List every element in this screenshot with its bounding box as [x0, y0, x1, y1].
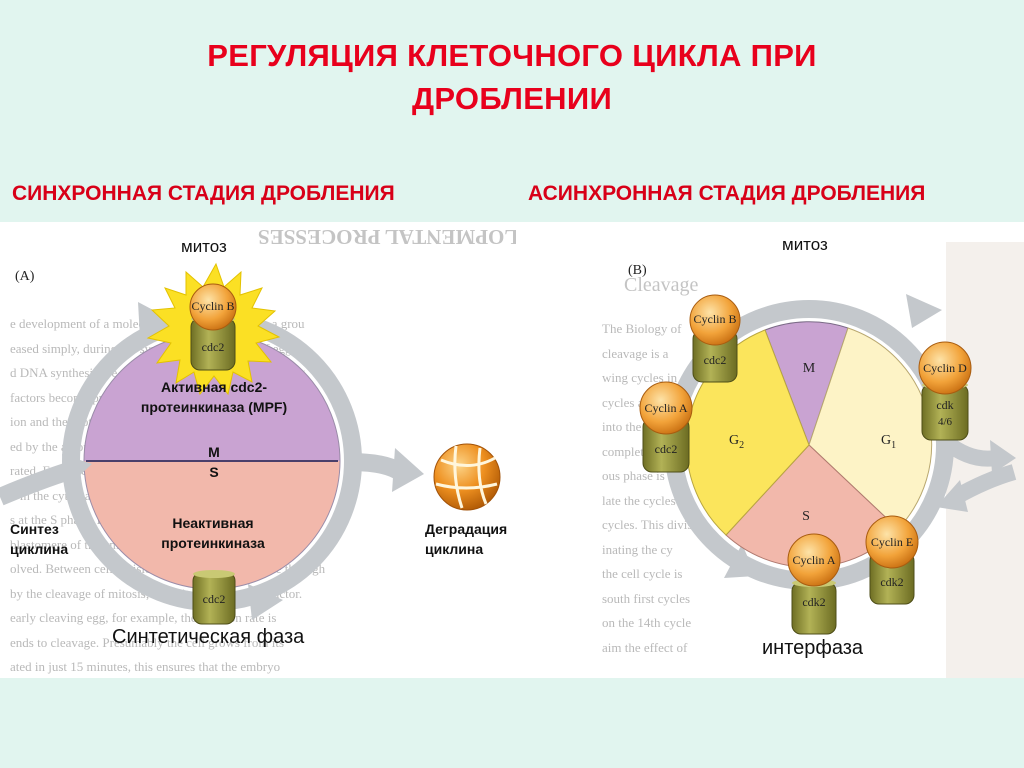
synthesis-arrowhead [62, 454, 92, 488]
complex-1-kinase: cdc2 [704, 353, 727, 367]
background-scan-heading-right: Cleavage [624, 274, 699, 296]
background-scan-line: cycles. This divis [602, 517, 693, 532]
async-ring-arrowhead-bottom [724, 544, 756, 578]
complex-cyclin-e-cdk2: Cyclin E cdk2 [865, 515, 919, 605]
asynchronous-cycle-diagram: M G1 G2 S (B) Cyclin B cdc2 Cyclin A cdc… [628, 263, 1017, 635]
synchronous-panel: e development of a molecule has been rea… [0, 222, 518, 678]
m-sector [764, 321, 849, 447]
page-title: РЕГУЛЯЦИЯ КЛЕТОЧНОГО ЦИКЛА ПРИ ДРОБЛЕНИИ [0, 34, 1024, 120]
complex-4-kinase: cdk2 [880, 575, 903, 589]
background-scan-line: late the cycles [602, 492, 676, 508]
complex-2-cyclin: Cyclin A [644, 401, 687, 415]
complex-cyclin-d-cdk46: Cyclin D cdk 4/6 [918, 341, 972, 441]
asynchronous-heading: АСИНХРОННАЯ СТАДИЯ ДРОБЛЕНИЯ [528, 182, 926, 205]
sector-g2-label: G2 [729, 433, 744, 451]
mitosis-label-left: митоз [181, 237, 227, 256]
complex-1-cyclin: Cyclin B [693, 312, 736, 326]
ring-arrowhead-bottom [248, 584, 283, 620]
cyclin-b-top [189, 283, 237, 331]
reentry-arrow-lower [952, 464, 1017, 504]
background-scan-line: inating the cy [602, 541, 673, 557]
background-scan-line: ends to cleavage. Presumably the cell gr… [10, 634, 285, 650]
sector-s-label: S [802, 509, 810, 524]
complex-cyclin-b-cdc2: Cyclin B cdc2 [689, 294, 741, 383]
reentry-arrowhead-lower [936, 480, 968, 512]
asynchronous-panel: The Biology of cleavage is a wing cycles i… [516, 222, 1024, 678]
background-scan-text-right: The Biology of cleavage is a wing cycles i… [602, 317, 742, 660]
cyclin-b-label: Cyclin B [191, 299, 234, 313]
page-title-line-1: РЕГУЛЯЦИЯ КЛЕТОЧНОГО ЦИКЛА ПРИ [207, 38, 817, 73]
active-kinase-label: Активная cdc2-протеинкиназа (MPF) [140, 379, 288, 415]
degradation-arrow [349, 453, 405, 480]
background-scan-line: the cell cycle is [602, 566, 683, 581]
complex-3-kinase: cdk [936, 398, 953, 412]
degradation-arrowhead [392, 448, 424, 492]
panel-a-letter: (A) [15, 269, 35, 284]
complex-cyclin-a-cdc2: Cyclin A cdc2 [639, 381, 693, 473]
background-scan-line: The Biology of [602, 321, 682, 336]
cdc2-kinase-bottom-cap [193, 570, 235, 578]
degraded-cyclin-icon [433, 443, 501, 511]
complex-3-kinase-2: 4/6 [938, 416, 953, 428]
ring-arrowhead-top [138, 302, 172, 338]
cdc2-bottom-label: cdc2 [203, 592, 226, 606]
sector-g1-label: G1 [881, 433, 896, 451]
cdc2-top-label: cdc2 [202, 340, 225, 354]
panel-b-letter: (B) [628, 263, 647, 278]
cyclin-synthesis-label: Синтез циклина [10, 521, 69, 557]
complex-2-kinase: cdc2 [655, 442, 678, 456]
background-scan-line: south first cycles [602, 590, 691, 606]
synchronous-heading: СИНХРОННАЯ СТАДИЯ ДРОБЛЕНИЯ [12, 182, 395, 205]
async-ring-arrowhead-right [906, 294, 942, 328]
background-scan-line: cleavage is a [602, 345, 669, 361]
interphase-caption: интерфаза [762, 637, 864, 659]
complex-3-cyclin: Cyclin D [923, 361, 967, 375]
complex-5-cyclin: Cyclin A [792, 553, 835, 567]
sector-m-label: M [803, 361, 816, 376]
background-scan-line: complete [602, 443, 650, 459]
background-scan-line: aim the effect of [602, 639, 688, 655]
complex-5-kinase: cdk2 [802, 595, 825, 609]
cyclin-degradation-label: Деградация циклина [425, 521, 508, 557]
background-scan-line: on the 14th cycle [602, 615, 692, 630]
degraded-cyclin-cracks [435, 445, 498, 509]
inactive-kinase-label: Неактивная протеинкиназа [161, 515, 265, 551]
background-scan-line: wing cycles in [602, 370, 678, 385]
complex-4-cyclin: Cyclin E [871, 535, 913, 549]
mitosis-label-right: митоз [782, 235, 828, 254]
m-phase-label: M [208, 444, 220, 460]
synchronous-cycle-diagram: Cyclin B cdc2 cdc2 (A) [0, 262, 501, 625]
background-scan-line: ated in just 15 minutes, this ensures th… [10, 659, 281, 674]
s-phase-label: S [209, 464, 219, 480]
exit-arrowhead-upper [990, 440, 1016, 474]
page-title-line-2: ДРОБЛЕНИИ [411, 81, 613, 116]
synthetic-phase-caption: Синтетическая фаза [112, 626, 305, 648]
complex-cyclin-a-cdk2: Cyclin A cdk2 [787, 533, 841, 635]
synthesis-arrow [0, 461, 75, 506]
exit-arrow-upper [941, 435, 998, 467]
